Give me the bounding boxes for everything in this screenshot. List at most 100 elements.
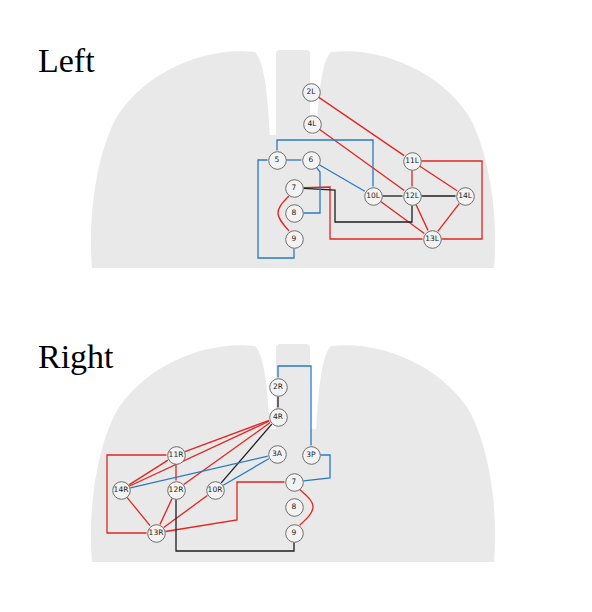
node-circle xyxy=(285,473,303,491)
lung-shape xyxy=(91,51,270,268)
station-label: 4R xyxy=(269,408,288,427)
node-circle xyxy=(167,446,185,464)
drainage-connector xyxy=(383,195,403,196)
drainage-connector xyxy=(164,496,208,528)
drainage-connector xyxy=(278,366,311,446)
drainage-connector xyxy=(130,421,270,486)
drainage-connector xyxy=(420,166,457,191)
station-label: 11R xyxy=(167,446,186,465)
lymph-node-station: 11R xyxy=(167,446,186,465)
node-circle xyxy=(302,151,320,169)
drainage-connector xyxy=(411,171,412,187)
drainage-connector xyxy=(107,455,167,533)
node-circle xyxy=(423,230,441,248)
drainage-connector xyxy=(319,97,404,155)
panel-heading: Right xyxy=(38,340,114,374)
lung-silhouette xyxy=(91,344,495,562)
drainage-connector xyxy=(176,500,294,552)
drainage-connector xyxy=(160,499,172,525)
node-circle xyxy=(285,179,303,197)
drainage-connector xyxy=(287,159,302,160)
lymph-node-station: 9 xyxy=(285,524,304,543)
station-label: 4L xyxy=(303,115,322,134)
station-label: 12R xyxy=(167,481,186,500)
station-label: 7 xyxy=(285,179,304,198)
lymph-node-station: 4L xyxy=(303,115,322,134)
lymph-node-station: 3P xyxy=(302,446,321,465)
drainage-connector xyxy=(277,397,278,408)
lung-shape xyxy=(316,345,495,562)
node-circle xyxy=(285,230,303,248)
station-label: 13R xyxy=(147,524,166,543)
drainage-connector xyxy=(381,202,425,234)
drainage-connector xyxy=(304,168,321,213)
node-circle xyxy=(364,187,382,205)
drainage-connector xyxy=(422,195,456,196)
node-circle xyxy=(112,481,130,499)
drainage-connector xyxy=(319,165,365,191)
node-circle xyxy=(268,151,286,169)
station-label: 14R xyxy=(112,481,131,500)
node-circle xyxy=(206,481,224,499)
station-label: 6 xyxy=(302,151,321,170)
station-label: 14L xyxy=(456,187,475,206)
node-circle xyxy=(285,524,303,542)
node-circle xyxy=(269,378,287,396)
lymph-node-station: 12R xyxy=(167,481,186,500)
lung-shape xyxy=(316,51,495,268)
lymph-node-station: 5 xyxy=(268,151,287,170)
drainage-connector xyxy=(221,424,272,483)
lymph-node-station: 8 xyxy=(285,498,304,517)
mediastinum-shape xyxy=(262,135,324,268)
drainage-connector xyxy=(185,420,269,451)
drainage-connector xyxy=(422,161,483,239)
lymph-node-station: 12L xyxy=(403,187,422,206)
station-label: 8 xyxy=(285,498,304,517)
lymph-node-station: 7 xyxy=(285,473,304,492)
lymph-node-station: 13L xyxy=(423,230,442,249)
node-circle xyxy=(302,83,320,101)
station-label: 13L xyxy=(423,230,442,249)
node-circle xyxy=(403,187,421,205)
station-label: 3P xyxy=(302,446,321,465)
station-label: 9 xyxy=(285,230,304,249)
drainage-connector xyxy=(223,459,269,485)
station-label: 8 xyxy=(285,204,304,223)
station-label: 12L xyxy=(403,187,422,206)
drainage-connector xyxy=(320,130,405,191)
node-circle xyxy=(456,187,474,205)
node-circle xyxy=(285,498,303,516)
drainage-connector xyxy=(127,497,150,525)
lymph-node-station: 3A xyxy=(268,445,287,464)
node-circle xyxy=(403,152,421,170)
lymph-node-station: 10R xyxy=(206,481,225,500)
node-circle xyxy=(303,115,321,133)
drainage-connector xyxy=(175,465,176,481)
drainage-connector xyxy=(129,460,168,485)
lymph-node-station: 8 xyxy=(285,204,304,223)
lymph-node-station: 4R xyxy=(269,408,288,427)
station-label: 9 xyxy=(285,524,304,543)
mediastinum-shape xyxy=(262,429,324,562)
node-circle xyxy=(268,445,286,463)
station-label: 2R xyxy=(269,378,288,397)
station-label: 7 xyxy=(285,473,304,492)
lymph-node-station: 6 xyxy=(302,151,321,170)
node-circle xyxy=(302,446,320,464)
lymph-node-station: 2R xyxy=(269,378,288,397)
lung-silhouette xyxy=(91,50,495,268)
lymph-node-station: 10L xyxy=(364,187,383,206)
drainage-connector xyxy=(416,205,428,231)
lymph-node-station: 7 xyxy=(285,179,304,198)
station-label: 10L xyxy=(364,187,383,206)
lymph-node-station: 9 xyxy=(285,230,304,249)
station-label: 10R xyxy=(206,481,225,500)
lymph-node-station: 13R xyxy=(147,524,166,543)
drainage-connector xyxy=(438,204,459,232)
lymph-node-station: 2L xyxy=(302,83,321,102)
lymph-node-station: 14R xyxy=(112,481,131,500)
drainage-connector xyxy=(303,187,422,239)
